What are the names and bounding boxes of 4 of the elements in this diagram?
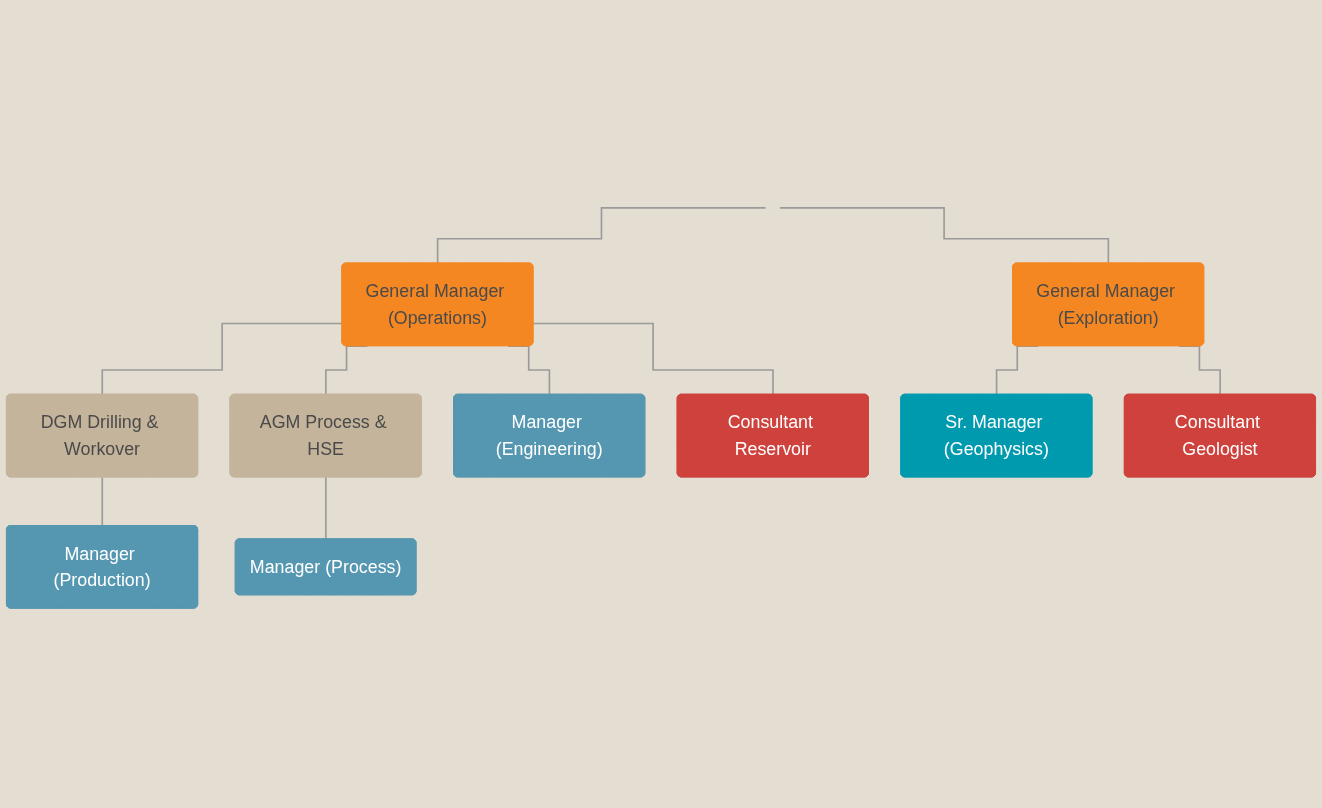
connector: [101, 476, 104, 527]
connector: [532, 322, 774, 396]
connector: [779, 207, 1110, 265]
connector: [436, 207, 767, 265]
